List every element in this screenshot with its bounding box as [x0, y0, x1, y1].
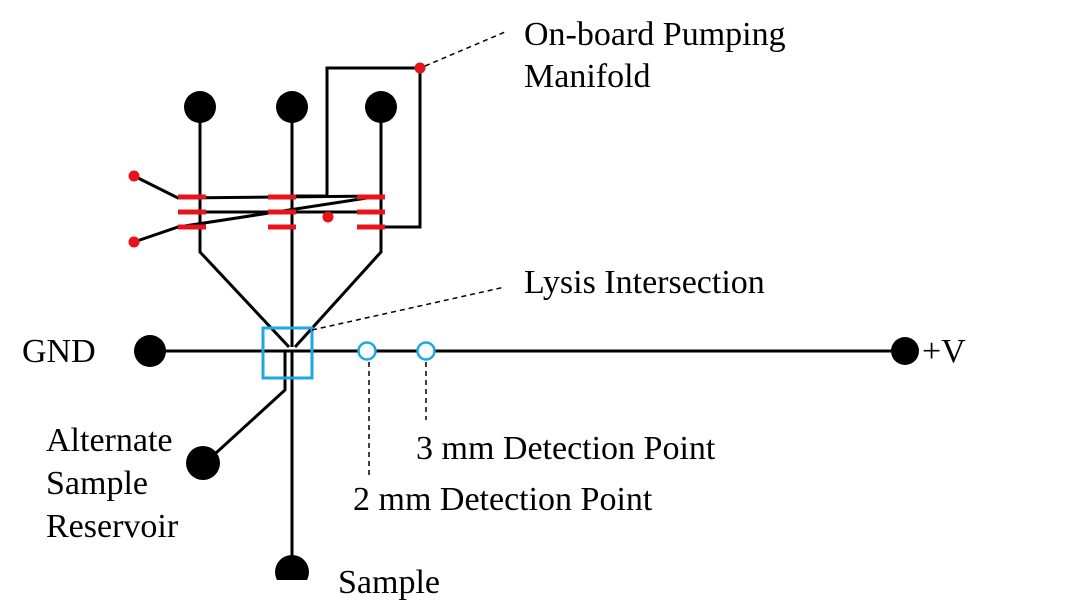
detection-point-2mm [357, 341, 377, 361]
gnd-reservoir [134, 335, 166, 367]
valve-group-right [357, 194, 385, 230]
plus-v-reservoir [891, 337, 919, 365]
lysis-reservoir-right [365, 91, 397, 123]
label-detection-3mm: 3 mm Detection Point [416, 430, 716, 467]
lysis-intersection-box [261, 326, 314, 380]
detection-point-3mm [416, 341, 436, 361]
manifold-port-top [414, 62, 426, 74]
label-gnd: GND [22, 333, 96, 370]
leader-lysis-intersection [311, 286, 506, 331]
valve-group-left [178, 194, 206, 230]
label-alternate-line1: Alternate [46, 422, 173, 459]
manifold-port-middle [322, 211, 334, 223]
label-sample: Sample [338, 564, 440, 601]
microfluidic-chip-diagram [128, 31, 919, 580]
lysis-reservoir-center [276, 91, 308, 123]
label-alternate-line2: Sample [46, 465, 148, 502]
label-pumping-manifold-line1: On-board Pumping [524, 16, 786, 53]
manifold-port-left-lower [128, 236, 140, 248]
manifold-pneumatic-line-upper [133, 174, 381, 200]
alternate-sample-reservoir [186, 446, 220, 480]
leader-pumping-manifold [424, 31, 506, 67]
lysis-channel-left [198, 107, 291, 349]
sample-reservoir [275, 555, 309, 580]
manifold-pneumatic-line-lower [133, 194, 381, 244]
lysis-channel-right [293, 107, 383, 349]
manifold-port-left-upper [128, 170, 140, 182]
label-alternate-line3: Reservoir [46, 508, 179, 545]
label-pumping-manifold-line2: Manifold [524, 58, 651, 95]
label-detection-2mm: 2 mm Detection Point [353, 481, 653, 518]
lysis-reservoir-left [184, 91, 216, 123]
label-plus-v: +V [922, 333, 966, 370]
label-lysis-intersection: Lysis Intersection [524, 264, 765, 301]
valve-group-center [268, 194, 296, 230]
alternate-sample-channel [203, 351, 287, 465]
